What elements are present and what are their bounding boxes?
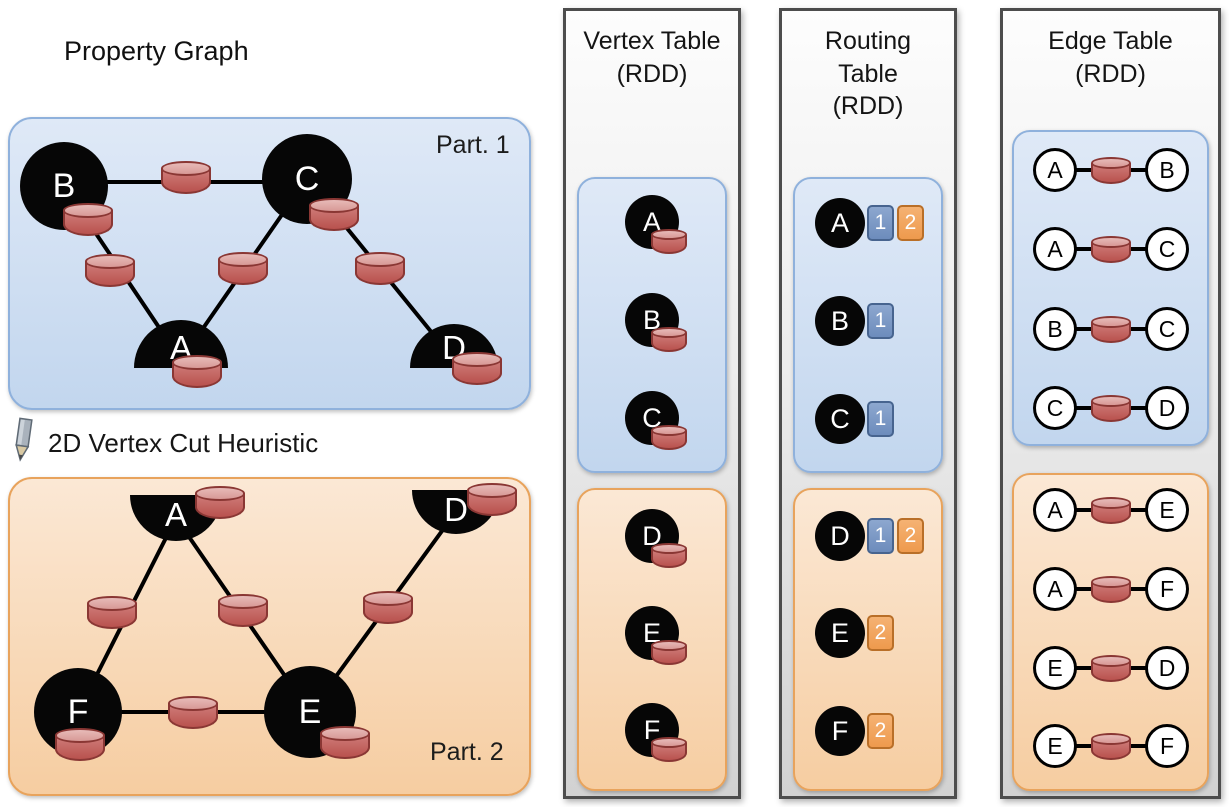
db-cylinder-icon [87,596,137,629]
vertex-table-title: Vertex Table (RDD) [583,27,721,88]
routing-table-title: Routing Table (RDD) [824,27,912,120]
partition-badge: 2 [897,518,924,554]
db-cylinder-icon [1091,395,1131,422]
edge-endpoint-circle: A [1033,567,1077,611]
db-cylinder-icon [218,594,268,627]
routing-table-node: F [815,706,865,756]
partition-badge: 2 [867,713,894,749]
db-cylinder-icon [1091,157,1131,184]
edge-endpoint-circle: E [1145,488,1189,532]
partition-badge: 2 [867,615,894,651]
edge-endpoint-circle: D [1145,646,1189,690]
edge-endpoint-circle: E [1033,724,1077,768]
partition-badge: 1 [867,518,894,554]
partition-1-label: Part. 1 [436,131,510,159]
edge-endpoint-circle: A [1033,227,1077,271]
edge-endpoint-circle: B [1033,307,1077,351]
routing-table-node: C [815,394,865,444]
db-cylinder-icon [1091,733,1131,760]
db-cylinder-icon [55,728,105,761]
edge-endpoint-circle: A [1033,488,1077,532]
db-cylinder-icon [452,352,502,385]
edge-endpoint-circle: D [1145,386,1189,430]
db-cylinder-icon [363,591,413,624]
db-cylinder-icon [63,203,113,236]
db-cylinder-icon [1091,497,1131,524]
edge-endpoint-circle: A [1033,148,1077,192]
partition-badge: 1 [867,401,894,437]
db-cylinder-icon [1091,576,1131,603]
db-cylinder-icon [161,161,211,194]
property-graph-title: Property Graph [64,36,249,66]
db-cylinder-icon [467,483,517,516]
pencil-icon [15,417,33,462]
partition-2-label: Part. 2 [430,738,504,766]
db-cylinder-icon [651,737,687,762]
db-cylinder-icon [218,252,268,285]
edge-endpoint-circle: C [1145,307,1189,351]
db-cylinder-icon [651,425,687,450]
partition-badge: 1 [867,303,894,339]
db-cylinder-icon [1091,316,1131,343]
edge-endpoint-circle: F [1145,724,1189,768]
db-cylinder-icon [355,252,405,285]
partition-badge: 2 [897,205,924,241]
edge-table-title: Edge Table (RDD) [1048,27,1173,88]
edge-endpoint-circle: E [1033,646,1077,690]
edge-endpoint-circle: C [1033,386,1077,430]
routing-table-node: B [815,296,865,346]
cut-heuristic-label: 2D Vertex Cut Heuristic [48,428,319,458]
db-cylinder-icon [651,327,687,352]
edge-endpoint-circle: C [1145,227,1189,271]
routing-table-node: A [815,198,865,248]
db-cylinder-icon [651,640,687,665]
db-cylinder-icon [172,355,222,388]
db-cylinder-icon [168,696,218,729]
db-cylinder-icon [320,726,370,759]
partition-badge: 1 [867,205,894,241]
db-cylinder-icon [651,543,687,568]
db-cylinder-icon [1091,655,1131,682]
routing-table-node: D [815,511,865,561]
edge-endpoint-circle: B [1145,148,1189,192]
edge-endpoint-circle: F [1145,567,1189,611]
routing-table-node: E [815,608,865,658]
db-cylinder-icon [309,198,359,231]
db-cylinder-icon [195,486,245,519]
db-cylinder-icon [651,229,687,254]
db-cylinder-icon [85,254,135,287]
db-cylinder-icon [1091,236,1131,263]
